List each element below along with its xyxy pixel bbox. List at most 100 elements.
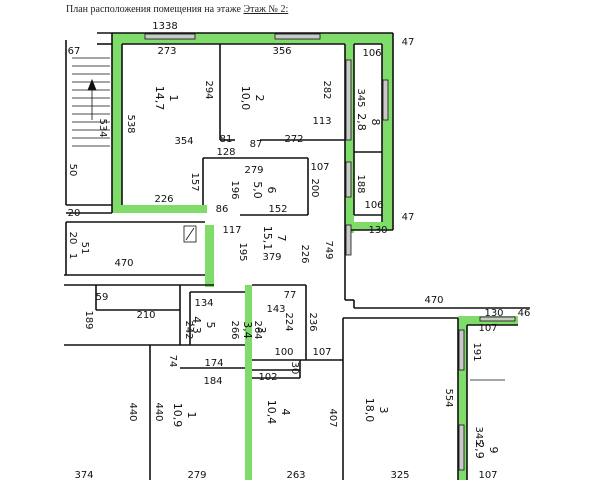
window-right-1 bbox=[382, 79, 389, 121]
wall-mid-bottom bbox=[112, 205, 207, 213]
dimension-label: 242 bbox=[183, 320, 194, 339]
dimension-label: 534 bbox=[97, 118, 108, 137]
dimension-label: 196 bbox=[229, 180, 240, 199]
dimension-label: 345 bbox=[355, 88, 366, 107]
window-room9 bbox=[458, 424, 465, 471]
room-area: 2,9 bbox=[473, 441, 486, 459]
room-number: 3 bbox=[377, 407, 390, 414]
dimension-label: 407 bbox=[327, 408, 338, 427]
dimension-label: 87 bbox=[250, 139, 263, 150]
staircase bbox=[72, 57, 110, 147]
dimension-label: 107 bbox=[478, 470, 497, 480]
dimension-label: 440 bbox=[153, 402, 164, 421]
room-number: 2 bbox=[253, 95, 266, 102]
dimension-label: 282 bbox=[321, 80, 332, 99]
room-area: 14,7 bbox=[153, 86, 166, 111]
room-area: 4,3 bbox=[190, 316, 203, 334]
dimension-label: 50 bbox=[67, 164, 78, 177]
room-area: 10,9 bbox=[171, 403, 184, 428]
dimension-label: 59 bbox=[96, 292, 109, 303]
dimension-label: 67 bbox=[68, 46, 81, 57]
window-right-3 bbox=[345, 161, 352, 198]
wall-top bbox=[112, 33, 392, 44]
room-number: 9 bbox=[487, 447, 500, 454]
stair-arrow-icon bbox=[87, 78, 97, 91]
room-number: 1 bbox=[167, 95, 180, 102]
room-area: 2,8 bbox=[355, 113, 368, 131]
room-number: 3 bbox=[255, 327, 268, 334]
dimension-label: 273 bbox=[157, 46, 176, 57]
dimension-label: 374 bbox=[74, 470, 93, 480]
dimension-label: 554 bbox=[443, 388, 454, 407]
dimension-label: 325 bbox=[390, 470, 409, 480]
floor-label: Этаж № 2: bbox=[243, 4, 289, 15]
wall-right-lower bbox=[458, 318, 467, 480]
dimension-label: 47 bbox=[402, 37, 415, 48]
dimension-label: 345 bbox=[473, 426, 484, 445]
window-right-2 bbox=[345, 59, 352, 141]
window-room3 bbox=[458, 329, 465, 371]
dimension-label: 117 bbox=[222, 225, 241, 236]
dimension-label: 143 bbox=[266, 304, 285, 315]
room-area: 10,4 bbox=[265, 400, 278, 425]
dimension-label: 195 bbox=[237, 242, 248, 261]
dimension-label: 20 bbox=[68, 208, 81, 219]
dimension-label: 226 bbox=[299, 244, 310, 263]
dimension-label: 47 bbox=[402, 212, 415, 223]
dimension-label: 263 bbox=[286, 470, 305, 480]
dimension-label: 174 bbox=[204, 358, 223, 369]
dimension-label: 81 bbox=[220, 134, 233, 145]
wall-right-outer bbox=[382, 33, 393, 228]
windows bbox=[144, 33, 516, 471]
room-number: 7 bbox=[275, 235, 288, 242]
room-area: 15,1 bbox=[261, 226, 274, 251]
dimension-label: 46 bbox=[518, 308, 531, 319]
dimension-label: 224 bbox=[283, 312, 294, 331]
dimension-label: 130 bbox=[484, 308, 503, 319]
room-number: 4 bbox=[279, 409, 292, 416]
dimension-label: 107 bbox=[310, 162, 329, 173]
dimension-label: 51 bbox=[79, 242, 90, 255]
room-area: 18,0 bbox=[363, 398, 376, 423]
dimension-label: 20 bbox=[67, 232, 78, 245]
dimension-label: 184 bbox=[203, 376, 222, 387]
dimension-label: 74 bbox=[167, 355, 178, 368]
dimension-label: 134 bbox=[194, 298, 213, 309]
dimension-label: 191 bbox=[471, 342, 482, 361]
window-top-right-lower bbox=[479, 316, 516, 322]
wall-corridor-right bbox=[345, 222, 393, 230]
window-corridor bbox=[345, 224, 352, 256]
dimension-label: 1 bbox=[67, 253, 78, 259]
dimension-label: 279 bbox=[244, 165, 263, 176]
dimension-label: 107 bbox=[478, 323, 497, 334]
dimension-label: 30 bbox=[289, 362, 300, 375]
dimension-label: 157 bbox=[189, 172, 200, 191]
dimension-label: 1338 bbox=[152, 21, 177, 32]
dimension-label: 100 bbox=[274, 347, 293, 358]
plan-title-prefix: План расположения помещения на этаже bbox=[66, 4, 244, 15]
dimension-label: 356 bbox=[272, 46, 291, 57]
dimension-label: 189 bbox=[83, 310, 94, 329]
dimension-label: 749 bbox=[323, 240, 334, 259]
dimension-label: 106 bbox=[362, 48, 381, 59]
room-area: 3,4 bbox=[241, 321, 254, 339]
dimension-label: 538 bbox=[125, 114, 136, 133]
dimension-label: 188 bbox=[355, 174, 366, 193]
dimension-label: 264 bbox=[252, 320, 263, 339]
dimension-label: 294 bbox=[203, 80, 214, 99]
room-number: 6 bbox=[265, 187, 278, 194]
wall-corridor-vert bbox=[205, 225, 214, 287]
dimension-label: 440 bbox=[127, 402, 138, 421]
dimension-label: 470 bbox=[424, 295, 443, 306]
room-number: 8 bbox=[369, 119, 382, 126]
dimension-label: 77 bbox=[284, 290, 297, 301]
dimension-label: 236 bbox=[307, 312, 318, 331]
room-labels: 1 14,7 2 10,0 8 2,8 6 5,0 7 15,1 5 4,3 3… bbox=[153, 86, 500, 459]
dimension-label: 210 bbox=[136, 310, 155, 321]
dimension-label: 226 bbox=[154, 194, 173, 205]
dimension-label: 86 bbox=[216, 204, 229, 215]
window-room1 bbox=[144, 33, 196, 40]
room-number: 1 bbox=[185, 412, 198, 419]
dimension-label: 354 bbox=[174, 136, 193, 147]
